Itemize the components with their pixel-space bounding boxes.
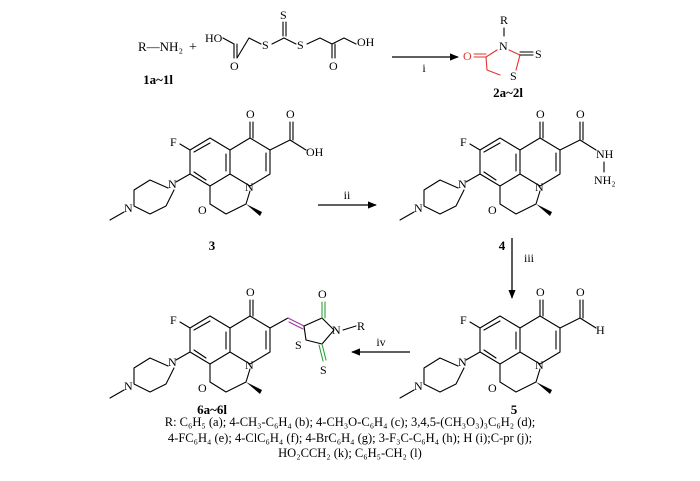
- step-i-arrow: i: [392, 53, 459, 75]
- acid-oh: OH: [306, 145, 324, 159]
- ring-n: N: [499, 39, 508, 53]
- step-iv-label: iv: [376, 335, 385, 349]
- rhodanine-ring-s: S: [295, 338, 302, 352]
- step-iv-arrow: iv: [351, 335, 410, 356]
- compound-6-structure: O N F O N N O N R S S 6a~6l: [109, 285, 365, 417]
- oxazine-o: O: [198, 381, 207, 395]
- piperazine-n1: N: [168, 177, 177, 191]
- piperazine-n4: N: [124, 201, 133, 215]
- thione-s: S: [280, 8, 287, 22]
- quinolone-n: N: [535, 358, 544, 372]
- amine-reagent: R—NH₂ 1a~1l: [138, 39, 183, 87]
- compound-6-label: 6a~6l: [197, 402, 227, 417]
- compound-3-label: 3: [209, 238, 216, 253]
- hydrazide-o: O: [576, 107, 585, 121]
- substituent-legend: R: C₆H₅ (a); 4-CH₃-C₆H₄ (b); 4-CH₃O-C₆H₄…: [0, 415, 700, 462]
- legend-line-3: HO₂CCH₂ (k); C₆H₅-CH₂ (l): [278, 446, 422, 460]
- rhodanine-thioxo-s: S: [320, 363, 327, 377]
- quinolone-n: N: [245, 180, 254, 194]
- r-substituent: R: [500, 13, 508, 27]
- oxazine-o: O: [488, 203, 497, 217]
- piperazine-n4: N: [414, 201, 423, 215]
- ketone-o: O: [536, 285, 545, 299]
- piperazine-n4: N: [414, 379, 423, 393]
- fluorine: F: [460, 313, 467, 327]
- hydrazide-nh: NH: [596, 147, 614, 161]
- carbonyl-o-right: O: [329, 59, 338, 73]
- step-iii-arrow: iii: [508, 238, 535, 299]
- sulfur-1: S: [262, 38, 269, 52]
- ring-s: S: [510, 69, 517, 83]
- trithiocarbonate-diacetic-acid: HO O S S S O OH: [205, 8, 375, 73]
- rhodanine-o: O: [318, 287, 327, 301]
- piperazine-n1: N: [458, 177, 467, 191]
- hydrazide-nh2: NH₂: [594, 173, 616, 187]
- step-ii-label: ii: [344, 188, 351, 202]
- aldehyde-h: H: [596, 323, 605, 337]
- acid-oh-right: OH: [357, 35, 375, 49]
- rhodanine-product: R N S S O 2a~2l: [463, 13, 542, 100]
- compound-4-structure: O N F O N N O NH NH₂ 4: [399, 107, 616, 253]
- piperazine-n4: N: [124, 379, 133, 393]
- compound-3-structure: O N F O N N O OH 3: [109, 107, 324, 253]
- carbonyl-o-left: O: [230, 59, 239, 73]
- fluorine: F: [170, 313, 177, 327]
- rhodanine-n: N: [332, 323, 341, 337]
- oxazine-o: O: [198, 203, 207, 217]
- fluorine: F: [170, 135, 177, 149]
- acid-oh-left: HO: [205, 31, 223, 45]
- compound-1-label: 1a~1l: [143, 72, 173, 87]
- compound-2-label: 2a~2l: [493, 85, 523, 100]
- legend-line-2: 4-FC₆H₄ (e); 4-ClC₆H₄ (f); 4-BrC₆H₄ (g);…: [167, 430, 533, 445]
- compound-5-structure: O N F O N N O H 5: [399, 285, 605, 417]
- amine-formula: R—NH₂: [138, 39, 183, 54]
- compound-5-label: 5: [511, 402, 518, 417]
- quinolone-n: N: [245, 358, 254, 372]
- step-i-label: i: [422, 61, 426, 75]
- ketone-o: O: [246, 285, 255, 299]
- step-ii-arrow: ii: [318, 188, 377, 209]
- rhodanine-r: R: [357, 319, 365, 333]
- oxazine-o: O: [488, 381, 497, 395]
- plus-sign: +: [189, 40, 197, 55]
- step-iii-label: iii: [524, 251, 535, 265]
- thioxo-s: S: [535, 47, 542, 61]
- compound-4-label: 4: [499, 238, 506, 253]
- ketone-o: O: [536, 107, 545, 121]
- acid-o: O: [286, 107, 295, 121]
- fluorine: F: [460, 135, 467, 149]
- carbonyl-o: O: [463, 49, 472, 63]
- ketone-o: O: [246, 107, 255, 121]
- sulfur-2: S: [297, 38, 304, 52]
- aldehyde-o: O: [576, 285, 585, 299]
- quinolone-n: N: [535, 180, 544, 194]
- piperazine-n1: N: [168, 355, 177, 369]
- legend-line-1: R: C₆H₅ (a); 4-CH₃-C₆H₄ (b); 4-CH₃O-C₆H₄…: [164, 415, 536, 429]
- piperazine-n1: N: [458, 355, 467, 369]
